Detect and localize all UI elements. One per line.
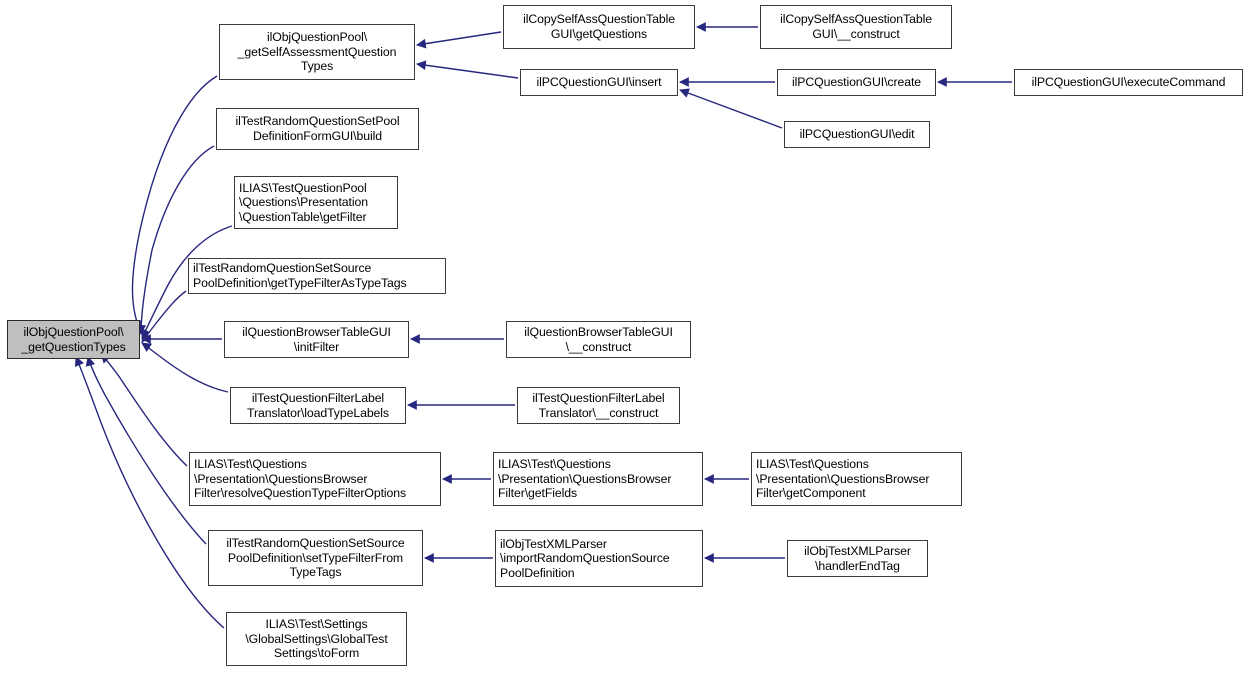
graph-node[interactable]: ilPCQuestionGUI\executeCommand	[1014, 69, 1243, 96]
graph-node[interactable]: ilObjTestXMLParser \handlerEndTag	[787, 540, 928, 577]
graph-edge	[100, 353, 188, 467]
graph-node[interactable]: ilTestRandomQuestionSetPool DefinitionFo…	[216, 108, 419, 150]
graph-node[interactable]: ilCopySelfAssQuestionTable GUI\__constru…	[760, 5, 952, 49]
graph-edge	[141, 342, 229, 393]
graph-node[interactable]: ILIAS\Test\Settings \GlobalSettings\Glob…	[226, 612, 407, 666]
graph-node[interactable]: ilQuestionBrowserTableGUI \initFilter	[224, 321, 409, 358]
graph-node[interactable]: ilTestRandomQuestionSetSource PoolDefini…	[188, 258, 446, 294]
graph-edge	[85, 356, 207, 545]
graph-node[interactable]: ilObjTestXMLParser \importRandomQuestion…	[495, 530, 703, 587]
graph-node[interactable]: ilCopySelfAssQuestionTable GUI\getQuesti…	[503, 5, 695, 49]
graph-edge	[136, 145, 215, 335]
graph-edge	[416, 60, 519, 79]
graph-node[interactable]: ILIAS\Test\Questions \Presentation\Quest…	[189, 452, 441, 506]
graph-node[interactable]: ilTestQuestionFilterLabel Translator\loa…	[230, 387, 406, 424]
graph-node[interactable]: ilObjQuestionPool\ _getSelfAssessmentQue…	[219, 24, 415, 80]
graph-node[interactable]: ilPCQuestionGUI\create	[777, 69, 936, 96]
graph-node-root[interactable]: ilObjQuestionPool\ _getQuestionTypes	[7, 320, 140, 359]
graph-node[interactable]: ilTestRandomQuestionSetSource PoolDefini…	[208, 530, 423, 586]
graph-edge	[141, 290, 187, 343]
graph-node[interactable]: ILIAS\TestQuestionPool \Questions\Presen…	[234, 176, 398, 229]
graph-node[interactable]: ilQuestionBrowserTableGUI \__construct	[506, 321, 691, 358]
graph-node[interactable]: ILIAS\Test\Questions \Presentation\Quest…	[751, 452, 962, 506]
graph-node[interactable]: ilPCQuestionGUI\insert	[520, 69, 678, 96]
graph-edge	[416, 31, 502, 49]
graph-edge	[679, 88, 783, 129]
graph-node[interactable]: ilTestQuestionFilterLabel Translator\__c…	[517, 387, 680, 424]
graph-node[interactable]: ilPCQuestionGUI\edit	[784, 121, 930, 148]
graph-node[interactable]: ILIAS\Test\Questions \Presentation\Quest…	[493, 452, 703, 506]
